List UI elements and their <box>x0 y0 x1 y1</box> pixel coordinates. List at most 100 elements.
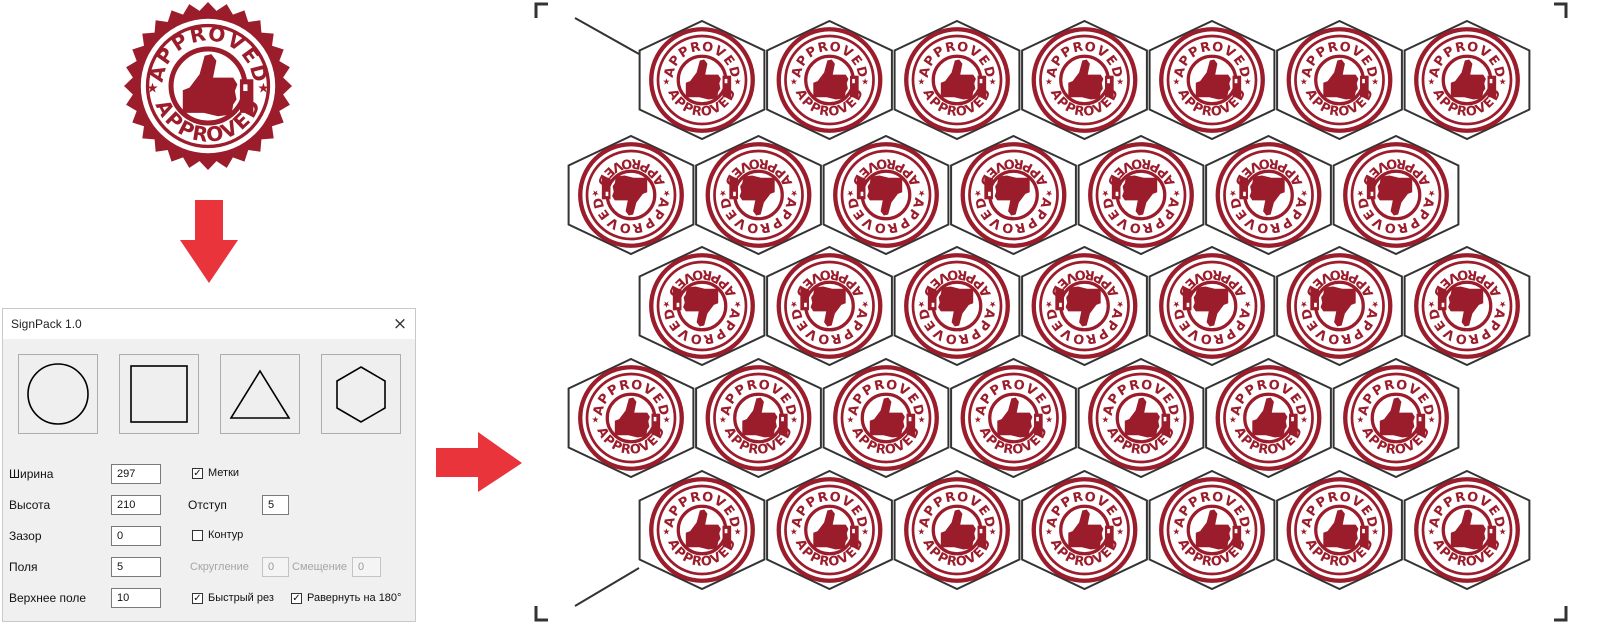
svg-text:★: ★ <box>719 415 727 425</box>
svg-text:★: ★ <box>1045 77 1053 87</box>
approved-stamp: APPROVEDAPPROVED★★ <box>904 477 1010 583</box>
svg-text:★: ★ <box>1045 188 1053 198</box>
shape-square-button[interactable] <box>119 354 199 434</box>
stamp-cell: APPROVEDAPPROVED★★ <box>893 469 1021 591</box>
svg-text:★: ★ <box>719 188 727 198</box>
height-input[interactable]: 210 <box>111 495 161 515</box>
rounding-label: Скругление <box>190 561 249 573</box>
svg-text:★: ★ <box>1172 299 1180 309</box>
margins-label: Поля <box>9 560 38 574</box>
guide-line-top <box>574 17 640 55</box>
dialog-titlebar: SignPack 1.0 × <box>3 309 415 339</box>
indent-input[interactable]: 5 <box>262 495 289 515</box>
approved-stamp: APPROVEDAPPROVED★★ <box>1031 253 1138 359</box>
output-sheet: APPROVEDAPPROVED★★APPROVEDAPPROVED★★APPR… <box>534 2 1568 622</box>
approved-stamp: APPROVEDAPPROVED★★ <box>1159 27 1265 133</box>
stamp-cell: APPROVEDAPPROVED★★ <box>567 134 695 256</box>
approved-stamp: APPROVEDAPPROVED★★ <box>833 142 939 248</box>
stamp-cell: APPROVEDAPPROVED★★ <box>1077 357 1205 479</box>
svg-text:★: ★ <box>147 82 159 97</box>
fast-cut-checkbox[interactable]: ✓ <box>192 593 203 604</box>
svg-text:★: ★ <box>1371 299 1379 309</box>
approved-stamp: APPROVEDAPPROVED★★ <box>1215 365 1322 471</box>
stamp-cell: APPROVEDAPPROVED★★ <box>766 245 893 367</box>
top-margin-label: Верхнее поле <box>9 591 87 605</box>
svg-text:★: ★ <box>1116 77 1124 87</box>
stamp-cell: APPROVEDAPPROVED★★ <box>1021 245 1148 367</box>
approved-stamp: APPROVEDAPPROVED★★ <box>1343 365 1449 471</box>
approved-stamp: APPROVEDAPPROVED★★ <box>1286 477 1393 583</box>
approved-stamp: APPROVEDAPPROVED★★ <box>1159 477 1265 583</box>
indent-label: Отступ <box>188 498 227 512</box>
approved-stamp: APPROVEDAPPROVED★★ <box>649 253 755 359</box>
shape-hexagon-button[interactable] <box>321 354 401 434</box>
svg-text:★: ★ <box>861 77 869 87</box>
svg-text:★: ★ <box>734 299 742 309</box>
margins-input[interactable]: 5 <box>111 557 161 577</box>
close-icon[interactable]: × <box>392 314 408 334</box>
approved-stamp: APPROVEDAPPROVED★★ <box>578 142 684 248</box>
stamp-cell: APPROVEDAPPROVED★★ <box>638 245 766 367</box>
stamp-cell: APPROVEDAPPROVED★★ <box>1205 357 1332 479</box>
circle-shape-icon <box>27 363 89 425</box>
svg-text:★: ★ <box>861 299 869 309</box>
top-margin-input[interactable]: 10 <box>111 588 161 608</box>
stamp-cell: APPROVEDAPPROVED★★ <box>1205 134 1332 256</box>
triangle-shape-icon <box>229 369 291 419</box>
shape-circle-button[interactable] <box>18 354 98 434</box>
svg-text:★: ★ <box>1300 415 1308 425</box>
svg-text:★: ★ <box>1229 415 1237 425</box>
svg-text:★: ★ <box>591 188 599 198</box>
svg-text:★: ★ <box>662 527 670 537</box>
svg-text:★: ★ <box>846 188 854 198</box>
gap-input[interactable]: 0 <box>111 526 161 546</box>
stamp-cell: APPROVEDAPPROVED★★ <box>1148 19 1276 141</box>
checkmark-icon: ✓ <box>193 593 202 604</box>
contour-checkbox[interactable] <box>192 530 203 541</box>
svg-text:★: ★ <box>591 415 599 425</box>
svg-text:★: ★ <box>1172 527 1180 537</box>
stamp-cell: APPROVEDAPPROVED★★ <box>1021 19 1148 141</box>
approved-stamp: APPROVEDAPPROVED★★ <box>1286 27 1393 133</box>
stamp-cell: APPROVEDAPPROVED★★ <box>1332 357 1460 479</box>
svg-text:★: ★ <box>989 299 997 309</box>
rounding-input[interactable]: 0 <box>262 557 289 577</box>
guide-line-bottom <box>574 567 640 607</box>
svg-text:★: ★ <box>663 415 671 425</box>
approved-stamp: APPROVEDAPPROVED★★ <box>776 253 883 359</box>
approved-stamp: APPROVEDAPPROVED★★ <box>960 365 1067 471</box>
stamp-cell: APPROVEDAPPROVED★★ <box>695 357 822 479</box>
svg-text:★: ★ <box>1116 299 1124 309</box>
svg-text:★: ★ <box>1371 77 1379 87</box>
approved-stamp: APPROVEDAPPROVED★★ <box>124 2 292 170</box>
approved-stamp: APPROVEDAPPROVED★★ <box>904 27 1010 133</box>
stamp-cell: APPROVEDAPPROVED★★ <box>1077 134 1205 256</box>
svg-text:★: ★ <box>1499 299 1507 309</box>
crop-marks <box>534 2 1568 622</box>
svg-text:★: ★ <box>1045 415 1053 425</box>
approved-stamp: APPROVEDAPPROVED★★ <box>1088 365 1194 471</box>
svg-text:★: ★ <box>257 82 269 97</box>
approved-stamp: APPROVEDAPPROVED★★ <box>1159 253 1265 359</box>
marks-checkbox[interactable]: ✓ <box>192 468 203 479</box>
stamp-cell: APPROVEDAPPROVED★★ <box>1148 469 1276 591</box>
width-input[interactable]: 297 <box>111 464 161 484</box>
checkmark-icon: ✓ <box>292 593 301 604</box>
svg-text:★: ★ <box>861 527 869 537</box>
svg-text:★: ★ <box>734 77 742 87</box>
rotate-checkbox[interactable]: ✓ <box>291 593 302 604</box>
svg-text:★: ★ <box>1356 415 1364 425</box>
svg-text:★: ★ <box>1300 299 1308 309</box>
stamp-cell: APPROVEDAPPROVED★★ <box>1276 245 1403 367</box>
approved-stamp: APPROVEDAPPROVED★★ <box>649 27 755 133</box>
svg-text:★: ★ <box>1173 188 1181 198</box>
shape-triangle-button[interactable] <box>220 354 300 434</box>
approved-stamp: APPROVEDAPPROVED★★ <box>904 253 1010 359</box>
svg-text:★: ★ <box>1173 415 1181 425</box>
approved-stamp: APPROVEDAPPROVED★★ <box>1414 27 1520 133</box>
stamp-cell: APPROVEDAPPROVED★★ <box>1332 134 1460 256</box>
offset-input[interactable]: 0 <box>352 557 381 577</box>
square-shape-icon <box>130 365 188 423</box>
dialog-title: SignPack 1.0 <box>11 317 82 331</box>
approved-stamp: APPROVEDAPPROVED★★ <box>1414 253 1520 359</box>
